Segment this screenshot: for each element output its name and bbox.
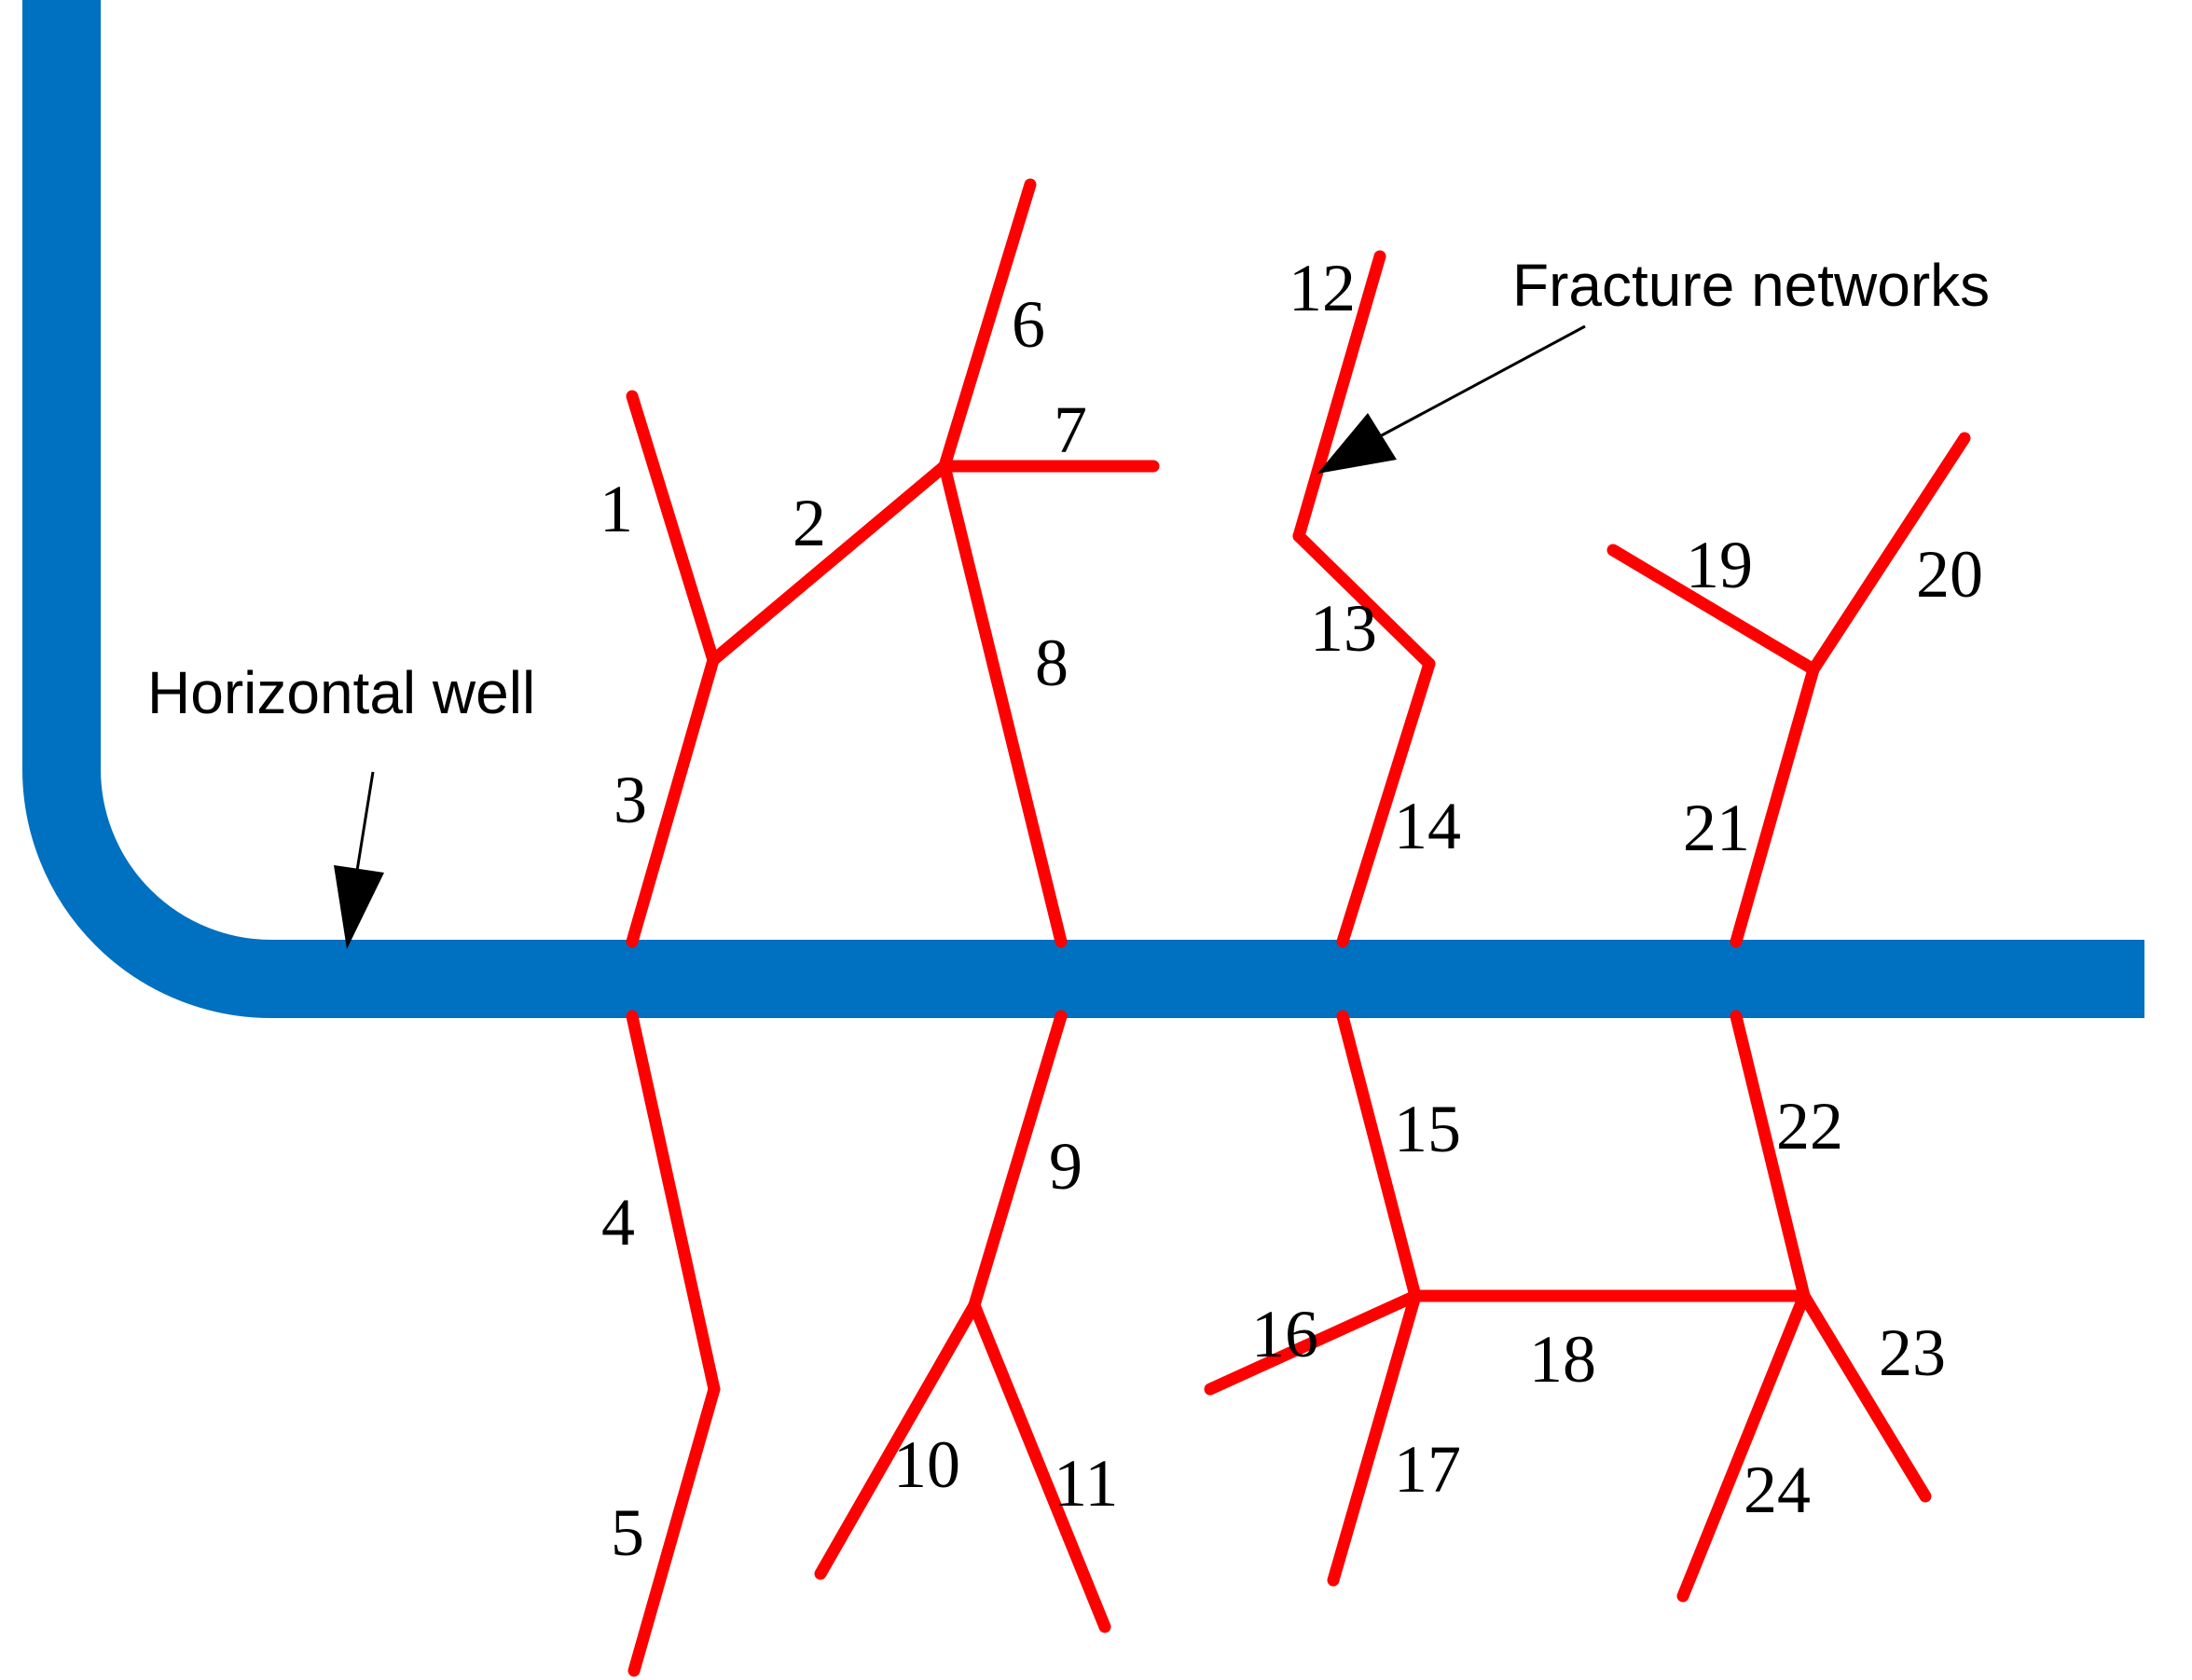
- fracture-segment-3: [626, 654, 720, 948]
- segment-label-10: 10: [893, 1427, 960, 1502]
- segment-label-3: 3: [613, 763, 647, 837]
- fracture-segment-21: [1730, 663, 1820, 948]
- fracture-segment-16: [1204, 1289, 1422, 1396]
- fracture-segment-14: [1336, 657, 1436, 948]
- fracture-segment-22: [1730, 1010, 1811, 1302]
- segment-label-18: 18: [1529, 1322, 1596, 1397]
- segment-label-21: 21: [1683, 791, 1750, 865]
- segment-label-12: 12: [1289, 251, 1356, 325]
- segment-label-24: 24: [1744, 1453, 1811, 1527]
- fracture-networks-arrow-head: [1317, 413, 1397, 474]
- fracture-segment-15: [1336, 1010, 1422, 1302]
- horizontal-well-arrow-head: [334, 865, 384, 949]
- segment-label-6: 6: [1012, 287, 1045, 362]
- segment-label-5: 5: [611, 1495, 644, 1570]
- segment-label-1: 1: [600, 472, 633, 546]
- fracture-networks-label: Fracture networks: [1512, 252, 1990, 319]
- horizontal-well-arrow-line: [354, 771, 375, 877]
- horizontal-well: [22, 0, 2144, 1018]
- segment-label-20: 20: [1916, 537, 1983, 612]
- segment-label-14: 14: [1394, 789, 1461, 863]
- horizontal-well-callout: Horizontal well: [147, 659, 535, 949]
- segment-label-19: 19: [1686, 528, 1753, 602]
- fracture-networks-callout: Fracture networks: [1317, 252, 1990, 474]
- fracture-segment-23: [1798, 1289, 1932, 1503]
- fracture-segment-20: [1807, 432, 1971, 676]
- fracture-segment-12: [1292, 250, 1386, 543]
- segment-label-23: 23: [1879, 1315, 1946, 1390]
- fracture-segment-13: [1292, 530, 1436, 670]
- fracture-segment-11: [968, 1299, 1111, 1633]
- segment-label-15: 15: [1394, 1092, 1461, 1166]
- fracture-segment-17: [1327, 1289, 1422, 1587]
- segment-label-22: 22: [1776, 1089, 1843, 1164]
- horizontal-well-label: Horizontal well: [147, 659, 535, 726]
- segment-label-8: 8: [1035, 626, 1068, 700]
- fracture-segment-4: [626, 1010, 721, 1396]
- fracture-segment-8: [938, 460, 1068, 948]
- segment-label-7: 7: [1054, 392, 1087, 467]
- fracture-segment-2: [707, 460, 951, 667]
- segment-label-2: 2: [793, 486, 826, 560]
- fracture-segment-9: [968, 1010, 1068, 1312]
- fracture-segment-6: [938, 178, 1037, 473]
- fracture-segment-10: [814, 1299, 981, 1580]
- segment-label-16: 16: [1251, 1297, 1318, 1371]
- fracture-segments: [626, 178, 1971, 1677]
- segment-label-11: 11: [1054, 1446, 1118, 1521]
- segment-labels: 1 2 3 4 5 6 7 8 9 10 11 12 13 14 15 16 1…: [600, 251, 1983, 1570]
- segment-label-17: 17: [1394, 1432, 1461, 1507]
- fracture-segment-5: [627, 1383, 721, 1677]
- segment-label-9: 9: [1049, 1129, 1082, 1204]
- segment-label-4: 4: [601, 1185, 635, 1260]
- segment-label-13: 13: [1310, 591, 1377, 666]
- fracture-networks-arrow-line: [1379, 324, 1586, 438]
- fracture-segment-24: [1676, 1289, 1811, 1603]
- fracture-segment-19: [1606, 544, 1820, 676]
- fracture-segment-1: [626, 390, 720, 667]
